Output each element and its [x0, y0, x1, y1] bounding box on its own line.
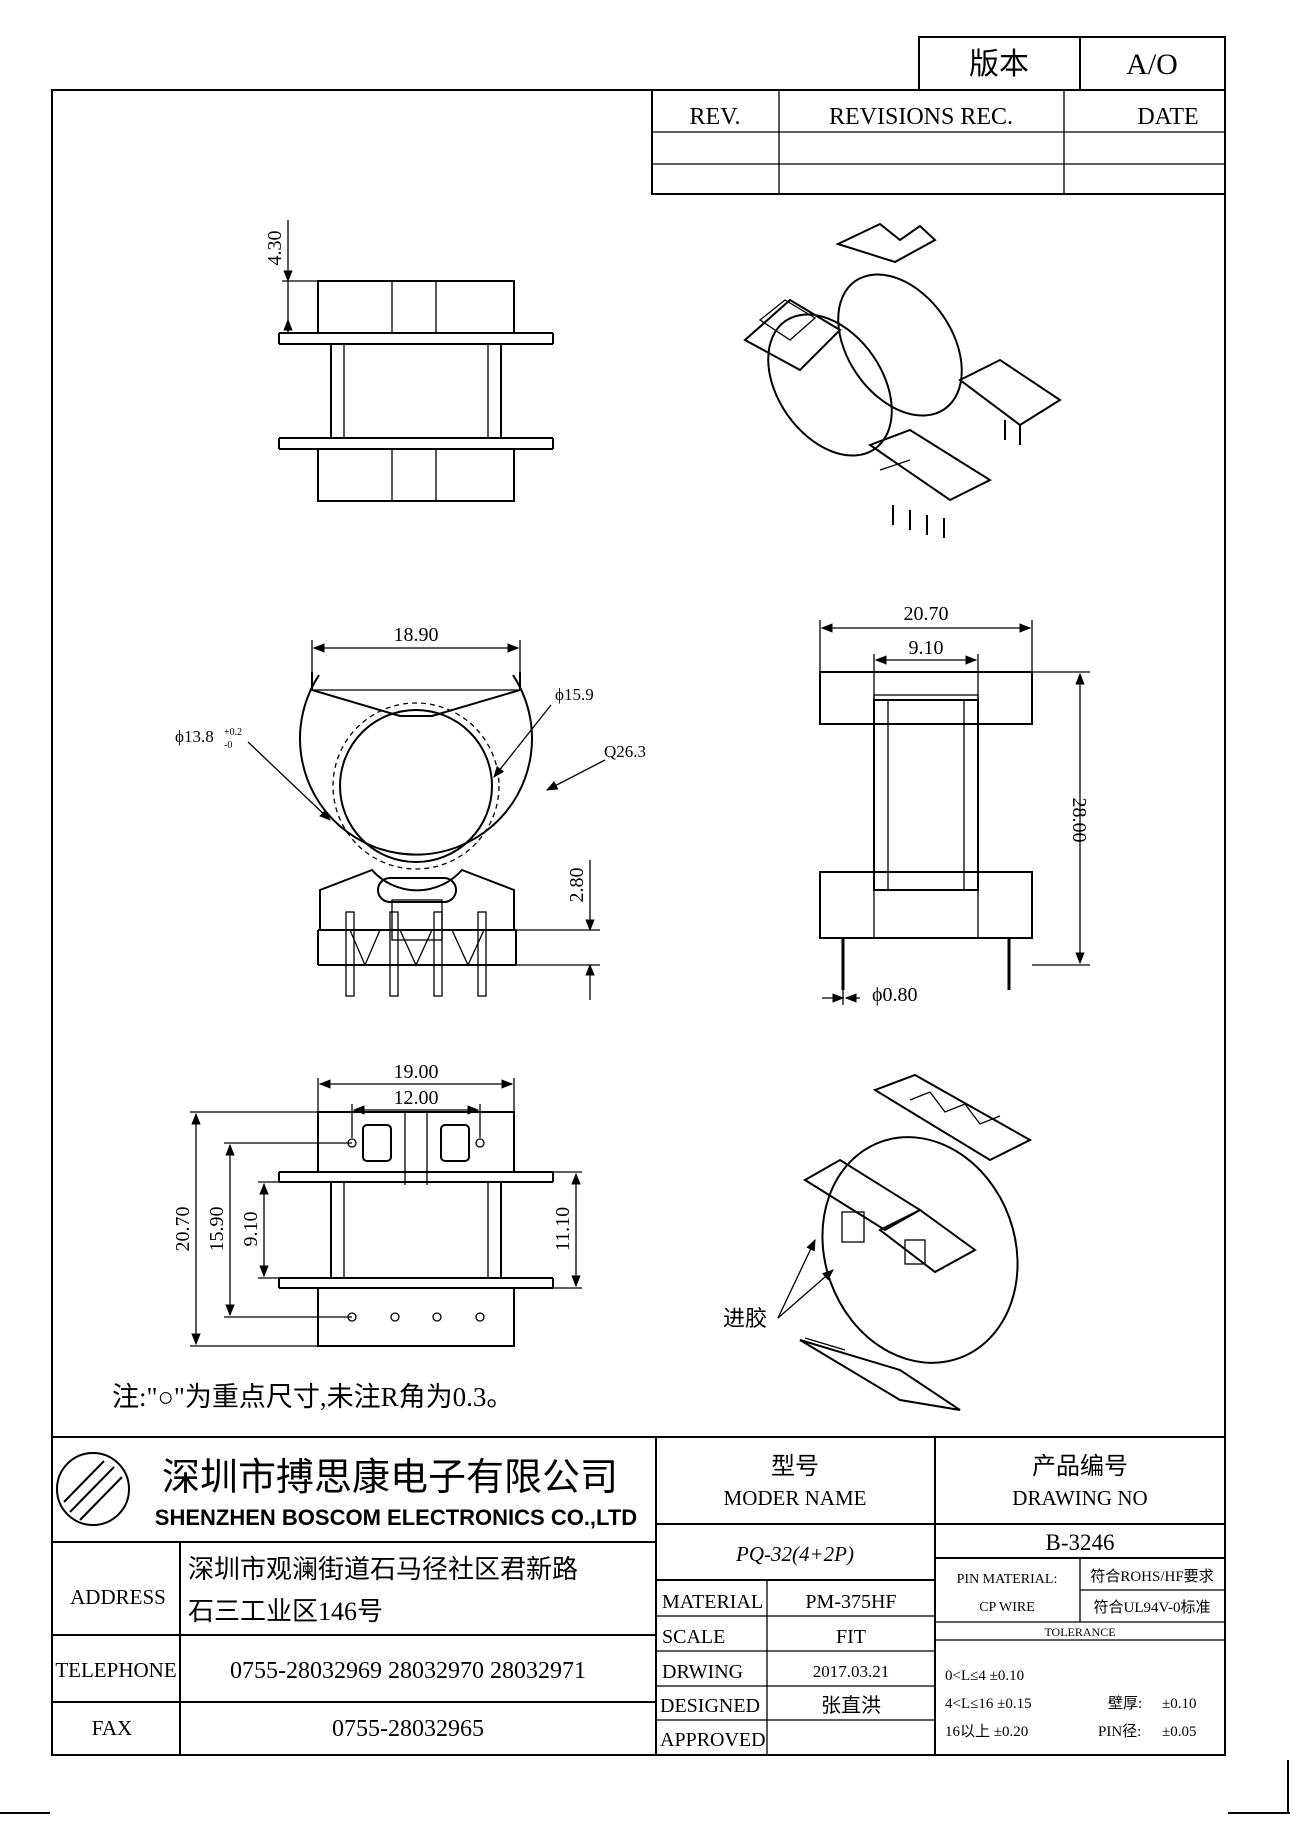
pin-dia-tolerance-value: ±0.05	[1162, 1724, 1196, 1740]
drawing-label-en: DRAWING NO	[1012, 1486, 1147, 1510]
dim-b-tol-minus: -0	[224, 740, 232, 751]
isometric-view-top	[743, 222, 1062, 538]
bottom-view: 19.00 12.00 20.70 15.90 9.10 11.10	[172, 1061, 582, 1347]
dim-9-10-left: 9.10	[240, 1212, 262, 1247]
model-label-cn: 型号	[771, 1453, 819, 1480]
date-header: DATE	[1137, 104, 1198, 130]
drawing-date-value: 2017.03.21	[813, 1662, 890, 1681]
wall-tolerance-value: ±0.10	[1162, 1696, 1196, 1712]
scale-value: FIT	[836, 1626, 866, 1648]
side-view: 20.70 9.10 28.00 ϕ0.80	[819, 603, 1090, 1006]
dim-4-30: 4.30	[264, 231, 286, 266]
drawing-border	[51, 89, 1226, 1756]
approved-label: APPROVED	[660, 1729, 766, 1751]
drawing-note: 注:"○"为重点尺寸,未注R角为0.3。	[112, 1382, 513, 1412]
drawing-value: B-3246	[1046, 1530, 1115, 1555]
pin-dia-tolerance-label: PIN径:	[1098, 1723, 1141, 1740]
model-value: PQ-32(4+2P)	[735, 1542, 854, 1566]
dim-18-90: 18.90	[394, 624, 439, 646]
dim-b-tol-plus: +0.2	[224, 727, 242, 738]
dim-28-00: 28.00	[1068, 798, 1090, 843]
scale-label: SCALE	[662, 1626, 725, 1648]
company-name-en: SHENZHEN BOSCOM ELECTRONICS CO.,LTD	[155, 1505, 637, 1530]
dim-12-00: 12.00	[394, 1087, 439, 1109]
rev-header: REV.	[690, 104, 741, 130]
company-logo	[56, 1452, 130, 1526]
address-line1: 深圳市观澜街道石马径社区君新路	[188, 1555, 578, 1584]
telephone-label: TELEPHONE	[55, 1658, 176, 1682]
dim-20-70-top: 20.70	[904, 603, 949, 625]
drawing-label-cn: 产品编号	[1032, 1453, 1128, 1480]
version-value: A/O	[1126, 48, 1178, 81]
tolerance-label: TOLERANCE	[1044, 1625, 1115, 1639]
drawing-date-label: DRWING	[662, 1661, 743, 1683]
tolerance-row3: 16以上 ±0.20	[945, 1723, 1028, 1740]
pin-material-value: CP WIRE	[979, 1600, 1035, 1615]
version-label: 版本	[969, 48, 1029, 81]
revision-block: 版本 A/O REV. REVISIONS REC. DATE	[651, 36, 1226, 195]
tolerance-row1: 0<L≤4 ±0.10	[945, 1668, 1024, 1684]
pin-material-label: PIN MATERIAL:	[957, 1572, 1058, 1587]
dim-9-10-top: 9.10	[909, 637, 944, 659]
rohs-note: 符合ROHS/HF要求	[1090, 1568, 1213, 1585]
dim-20-70-left: 20.70	[172, 1207, 194, 1252]
material-label: MATERIAL	[662, 1591, 763, 1613]
revisions-rec-header: REVISIONS REC.	[829, 104, 1013, 130]
isometric-view-bottom: 进胶	[723, 1073, 1033, 1411]
title-block: 深圳市搏思康电子有限公司 SHENZHEN BOSCOM ELECTRONICS…	[52, 1436, 1225, 1755]
ul-note: 符合UL94V-0标准	[1094, 1599, 1211, 1616]
dim-19-00: 19.00	[394, 1061, 439, 1083]
tolerance-row2: 4<L≤16 ±0.15	[945, 1696, 1032, 1712]
dim-phi-13-8: ϕ13.8	[175, 727, 214, 746]
model-label-en: MODER NAME	[724, 1486, 867, 1510]
dim-phi-0-80: ϕ0.80	[872, 984, 918, 1006]
designed-label: DESIGNED	[660, 1695, 760, 1717]
dim-2-80: 2.80	[566, 868, 588, 903]
fax-value: 0755-28032965	[332, 1716, 484, 1742]
inlet-callout: 进胶	[723, 1306, 767, 1331]
fax-label: FAX	[92, 1716, 132, 1740]
top-side-view: 4.30	[264, 220, 554, 502]
dim-15-90: 15.90	[206, 1207, 228, 1252]
front-view: 18.90 ϕ13.8 +0.2 -0 ϕ15.9 Q26.3 2.80	[175, 624, 646, 1000]
material-value: PM-375HF	[805, 1591, 896, 1613]
address-label: ADDRESS	[70, 1585, 166, 1609]
designed-value: 张直洪	[821, 1694, 881, 1717]
dim-phi-15-9: ϕ15.9	[555, 685, 594, 704]
company-name-cn: 深圳市搏思康电子有限公司	[162, 1457, 618, 1499]
telephone-value: 0755-28032969 28032970 28032971	[230, 1658, 586, 1684]
wall-tolerance-label: 壁厚:	[1108, 1695, 1142, 1712]
address-line2: 石三工业区146号	[188, 1597, 383, 1626]
dim-11-10: 11.10	[552, 1207, 574, 1251]
dim-q26-3: Q26.3	[604, 742, 646, 761]
